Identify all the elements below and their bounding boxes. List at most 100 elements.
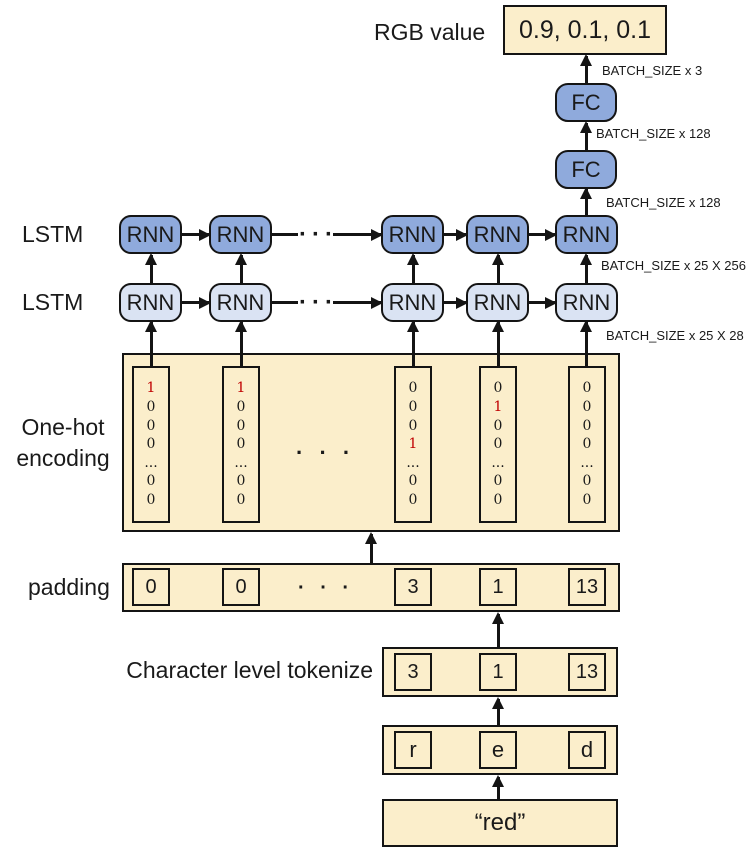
rgb-value-text: 0.9, 0.1, 0.1	[518, 15, 652, 44]
padding-cell-value: 0	[145, 575, 157, 598]
one-hot-digit: 0	[408, 417, 418, 434]
one-hot-digit: 0	[582, 491, 592, 508]
tokenize-cell-value: 13	[575, 660, 599, 683]
padding-cell: 3	[394, 568, 432, 606]
rnn-cell-label: RNN	[388, 289, 437, 315]
line-rnn-horizontal	[271, 301, 298, 304]
padding-cell-value: 0	[235, 575, 247, 598]
rnn-cell-label: RNN	[126, 289, 175, 315]
dim-lstm-top: BATCH_SIZE x 25 X 256	[601, 258, 746, 273]
arrow-fc2-to-fc1	[584, 123, 588, 150]
arrow-lstm-up	[584, 255, 588, 283]
rnn-cell-label: RNN	[126, 221, 175, 247]
one-hot-digit: 0	[146, 399, 156, 416]
one-hot-vector: 0 1 0 0 ... 0 0	[479, 366, 517, 523]
character-cell-value: r	[409, 737, 417, 762]
padding-panel	[122, 563, 620, 612]
fc-layer-2-label: FC	[571, 156, 601, 182]
arrow-rnn-horizontal	[529, 233, 555, 236]
one-hot-ellipsis-mid: · · ·	[296, 440, 356, 465]
arrow-fc1-to-output	[584, 56, 588, 83]
rnn-cell: RNN	[119, 215, 182, 254]
one-hot-digit: 0	[408, 380, 418, 397]
tokenize-cell-value: 3	[407, 660, 419, 683]
one-hot-digit: 0	[582, 399, 592, 416]
one-hot-digit: 0	[582, 436, 592, 453]
one-hot-digit: 0	[146, 473, 156, 490]
character-cell-value: d	[580, 737, 594, 762]
arrow-rnn-horizontal	[443, 301, 466, 304]
one-hot-panel	[122, 353, 620, 532]
rnn-cell-label: RNN	[562, 289, 611, 315]
character-cell: e	[479, 731, 517, 769]
arrow-tokenize-to-padding	[496, 614, 500, 647]
arrow-onehot-up	[584, 322, 588, 368]
one-hot-ellipsis: ...	[406, 454, 420, 471]
rnn-cell: RNN	[466, 283, 529, 322]
arrow-rnn-horizontal	[181, 233, 209, 236]
arrow-chars-to-tokenize	[496, 699, 500, 725]
arrow-padding-to-onehot	[369, 534, 373, 563]
one-hot-digit: 0	[408, 399, 418, 416]
one-hot-digit: 0	[236, 473, 246, 490]
arrow-lstm-up	[496, 255, 500, 283]
one-hot-digit: 0	[582, 473, 592, 490]
arrow-onehot-up	[149, 322, 153, 368]
input-string-box: “red”	[382, 799, 618, 847]
one-hot-digit: 0	[493, 380, 503, 397]
dim-output: BATCH_SIZE x 3	[602, 63, 703, 78]
one-hot-digit: 0	[236, 491, 246, 508]
arrow-rnn-horizontal	[333, 233, 381, 236]
padding-cell-value: 13	[575, 575, 599, 598]
lstm-top-layer-label: LSTM	[22, 221, 84, 247]
arrow-lstm-up	[411, 255, 415, 283]
arrow-onehot-up	[496, 322, 500, 368]
rnn-cell: RNN	[555, 283, 618, 322]
padding-cell-value: 1	[492, 575, 504, 598]
arrow-onehot-up	[411, 322, 415, 368]
dim-fc2: BATCH_SIZE x 128	[606, 195, 721, 210]
rnn-cell: RNN	[381, 215, 444, 254]
arrow-onehot-up	[239, 322, 243, 368]
one-hot-label-line2: encoding	[16, 445, 110, 471]
input-string-text: “red”	[474, 809, 526, 836]
rnn-cell: RNN	[209, 215, 272, 254]
one-hot-ellipsis: ...	[580, 454, 594, 471]
tokenize-cell: 3	[394, 653, 432, 691]
one-hot-label-line1: One-hot	[21, 414, 105, 440]
tokenize-label: Character level tokenize	[126, 657, 373, 683]
one-hot-vector: 0 0 0 0 ... 0 0	[568, 366, 606, 523]
character-cell: r	[394, 731, 432, 769]
character-cell-value: e	[491, 737, 505, 762]
line-rnn-horizontal	[271, 233, 298, 236]
rnn-cell: RNN	[555, 215, 618, 254]
arrow-rnn-horizontal	[333, 301, 381, 304]
padding-cell-value: 3	[407, 575, 419, 598]
rnn-cell-label: RNN	[562, 221, 611, 247]
one-hot-digit: 0	[146, 491, 156, 508]
one-hot-digit: 0	[493, 436, 503, 453]
character-cell: d	[568, 731, 606, 769]
one-hot-digit: 0	[582, 380, 592, 397]
arrow-lstm-up	[149, 255, 153, 283]
rnn-cell: RNN	[119, 283, 182, 322]
rnn-cell-label: RNN	[473, 289, 522, 315]
arrow-lstm-up	[239, 255, 243, 283]
tokenize-cell-value: 1	[492, 660, 504, 683]
one-hot-ellipsis: ...	[144, 454, 158, 471]
rnn-cell: RNN	[209, 283, 272, 322]
arrow-lstm-to-fc2	[584, 189, 588, 215]
one-hot-vector: 1 0 0 0 ... 0 0	[222, 366, 260, 523]
one-hot-digit: 0	[146, 436, 156, 453]
rnn-cell: RNN	[381, 283, 444, 322]
padding-cell: 0	[132, 568, 170, 606]
rgb-value-box: 0.9, 0.1, 0.1	[503, 5, 667, 55]
one-hot-vector: 1 0 0 0 ... 0 0	[132, 366, 170, 523]
one-hot-digit: 1	[408, 436, 418, 453]
one-hot-digit: 0	[408, 473, 418, 490]
dim-lstm-bottom: BATCH_SIZE x 25 X 28	[606, 328, 744, 343]
rnn-cell-label: RNN	[216, 289, 265, 315]
rnn-cell-label: RNN	[388, 221, 437, 247]
one-hot-digit: 1	[493, 399, 503, 416]
